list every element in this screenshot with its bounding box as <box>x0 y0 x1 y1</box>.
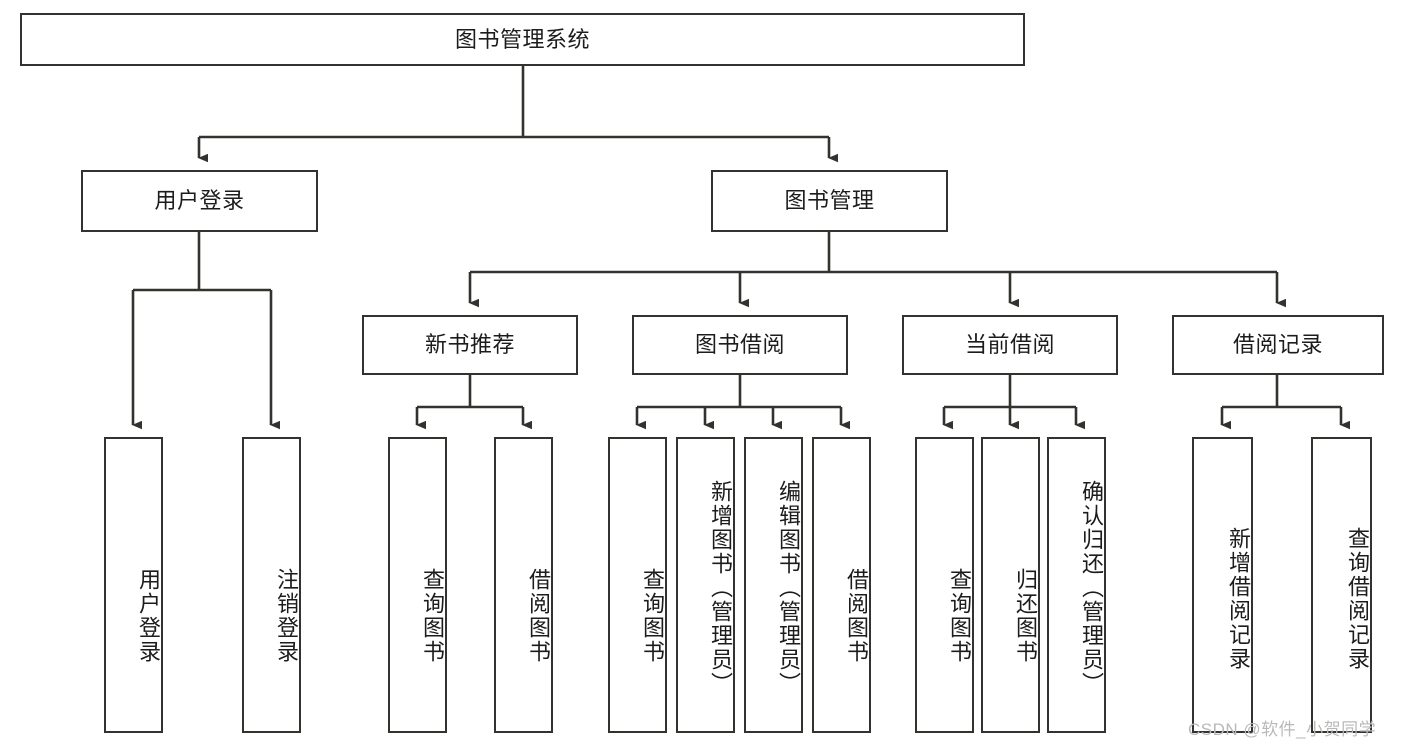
node-label: 查询图书 <box>947 568 972 664</box>
node-label: 借阅图书 <box>844 568 869 664</box>
node-borrow-records[interactable]: 借阅记录 <box>1172 315 1384 375</box>
node-label: 新增借阅记录 <box>1226 527 1251 671</box>
node-label: 用户登录 <box>154 188 245 214</box>
node-root-system[interactable]: 图书管理系统 <box>20 13 1025 66</box>
node-label: 查询图书 <box>640 568 665 664</box>
leaf-confirm-return-admin[interactable]: 确认归还（管理员） <box>1047 437 1106 733</box>
leaf-query-book-current[interactable]: 查询图书 <box>915 437 974 733</box>
node-book-borrow[interactable]: 图书借阅 <box>632 315 848 375</box>
node-label: 归还图书 <box>1013 568 1038 664</box>
node-new-book-recommend[interactable]: 新书推荐 <box>362 315 578 375</box>
leaf-borrow-book[interactable]: 借阅图书 <box>812 437 871 733</box>
leaf-add-book-admin[interactable]: 新增图书（管理员） <box>676 437 735 733</box>
node-label: 借阅记录 <box>1232 332 1323 358</box>
node-label: 查询借阅记录 <box>1345 527 1370 671</box>
node-book-management[interactable]: 图书管理 <box>711 170 948 232</box>
node-label: 图书借阅 <box>694 332 785 358</box>
node-current-borrow[interactable]: 当前借阅 <box>902 315 1118 375</box>
node-label: 用户登录 <box>136 568 161 664</box>
node-label: 编辑图书（管理员） <box>776 480 801 696</box>
node-label: 确认归还（管理员） <box>1079 480 1104 696</box>
node-label: 图书管理 <box>784 188 875 214</box>
leaf-query-borrow-record[interactable]: 查询借阅记录 <box>1311 437 1372 733</box>
node-label: 新书推荐 <box>424 332 515 358</box>
leaf-query-book-borrow[interactable]: 查询图书 <box>608 437 667 733</box>
node-label: 注销登录 <box>274 568 299 664</box>
leaf-return-book[interactable]: 归还图书 <box>981 437 1040 733</box>
node-label: 新增图书（管理员） <box>708 480 733 696</box>
watermark: CSDN @软件_小贺同学 <box>1188 720 1377 739</box>
leaf-logout[interactable]: 注销登录 <box>242 437 301 733</box>
node-label: 查询图书 <box>420 568 445 664</box>
leaf-add-borrow-record[interactable]: 新增借阅记录 <box>1192 437 1253 733</box>
leaf-edit-book-admin[interactable]: 编辑图书（管理员） <box>744 437 803 733</box>
leaf-user-login[interactable]: 用户登录 <box>104 437 163 733</box>
leaf-query-book-recommend[interactable]: 查询图书 <box>388 437 447 733</box>
node-user-login[interactable]: 用户登录 <box>81 170 318 232</box>
node-label: 借阅图书 <box>526 568 551 664</box>
node-label: 当前借阅 <box>964 332 1055 358</box>
leaf-borrow-book-recommend[interactable]: 借阅图书 <box>494 437 553 733</box>
node-label: 图书管理系统 <box>454 26 590 52</box>
